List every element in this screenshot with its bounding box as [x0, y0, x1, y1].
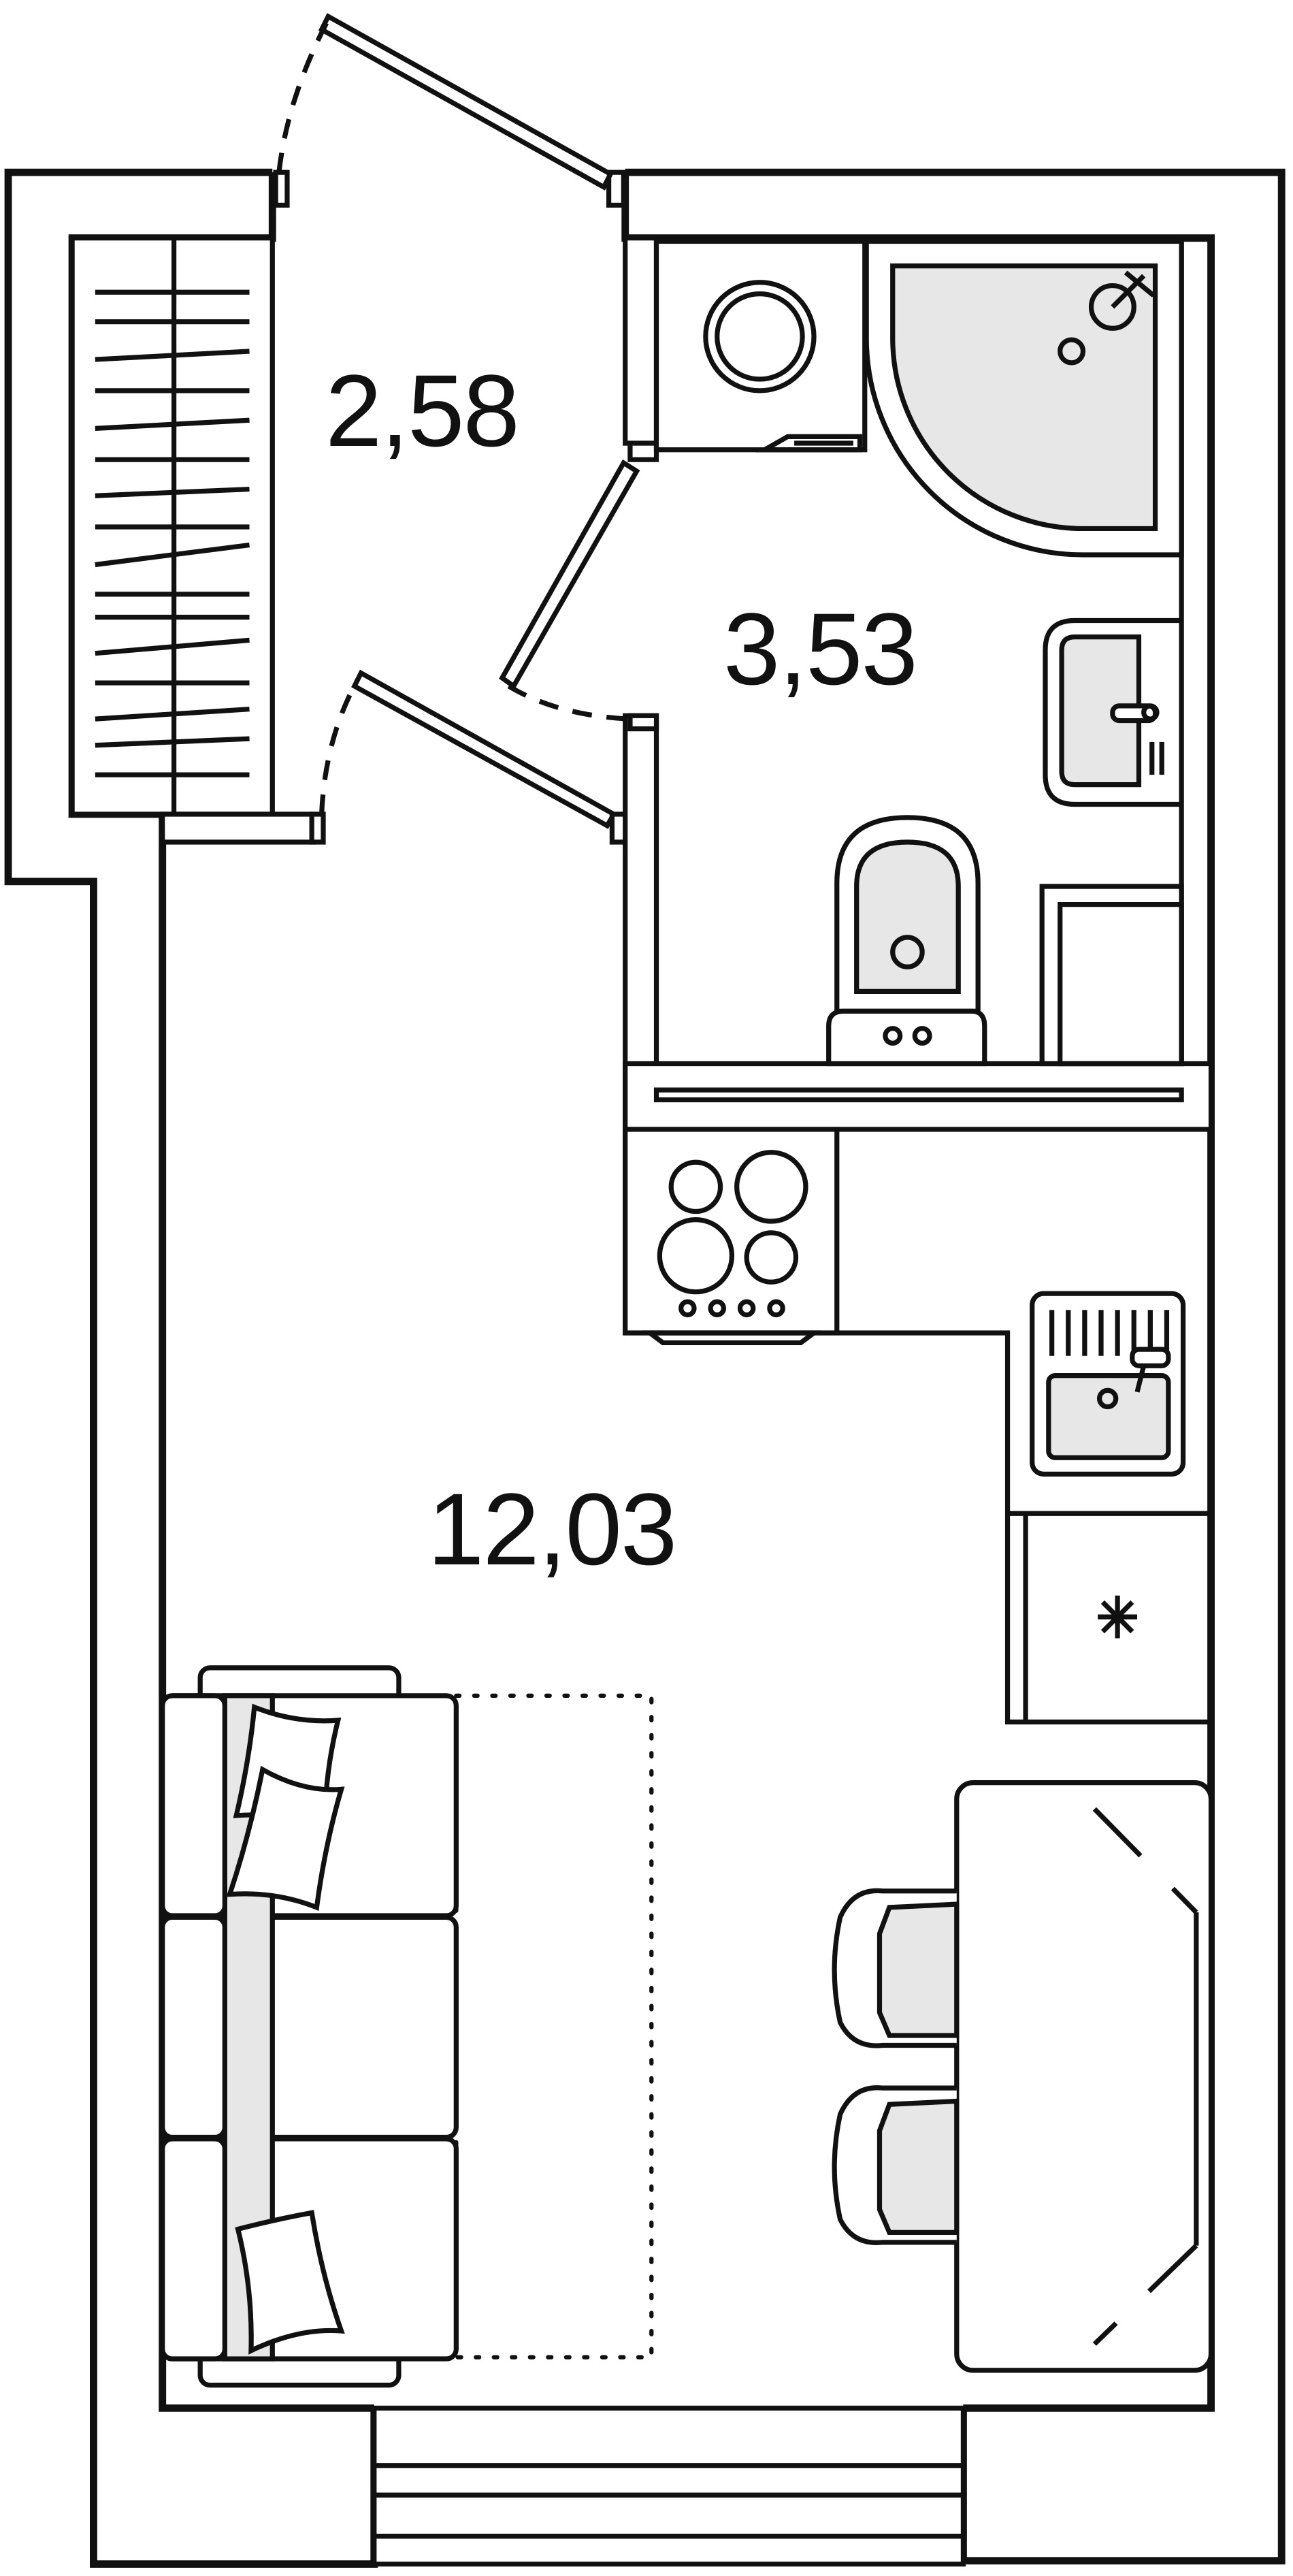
shower [864, 238, 1184, 558]
area-label-hallway: 2,58 [325, 353, 519, 468]
sofa [160, 1665, 654, 2388]
plan-scale: 2,58 3,53 12,03 [4, 13, 1286, 2568]
kitchen-sink [1030, 1291, 1186, 1477]
area-label-bathroom: 3,53 [723, 592, 917, 706]
toilet [826, 815, 987, 1067]
area-labels: 2,58 3,53 12,03 [325, 353, 918, 1586]
fridge-icon [1098, 1595, 1138, 1639]
stove [623, 1127, 840, 1346]
bottom-window [372, 2405, 966, 2567]
area-label-living-room: 12,03 [427, 1472, 676, 1586]
hall-partition [160, 669, 629, 845]
bathroom-walls [499, 236, 1214, 1132]
chair-upper [832, 1888, 960, 2048]
left-window [69, 236, 275, 817]
dining-table [832, 1780, 1214, 2373]
chair-lower [832, 2085, 960, 2245]
washing-machine [653, 238, 868, 453]
window-hatching [95, 289, 250, 777]
bathroom-sink [1043, 617, 1182, 807]
bathroom-cabinet [1039, 884, 1184, 1067]
entrance-door [273, 13, 626, 208]
